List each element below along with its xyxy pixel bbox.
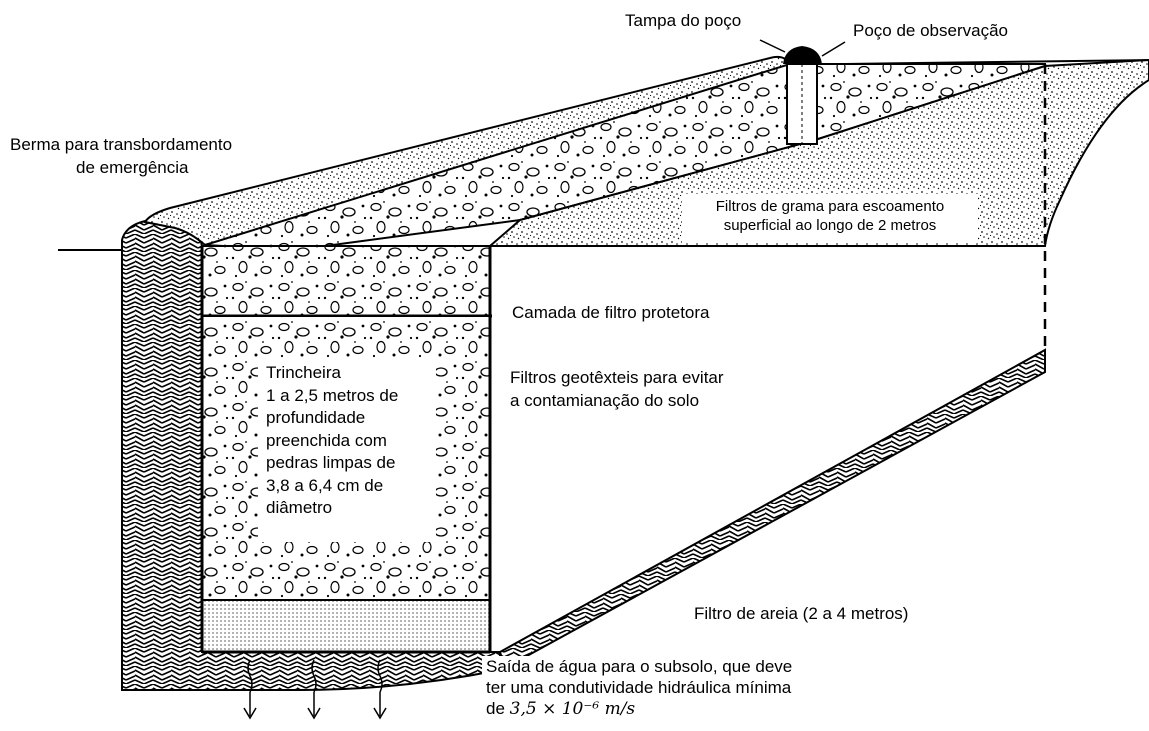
label-berma-line-1: Berma para transbordamento bbox=[10, 135, 233, 154]
trincheira-line-7: diâmetro bbox=[266, 498, 333, 517]
label-berma-line-2: de emergência bbox=[76, 158, 189, 177]
label-filtros-de-grama: Filtros de grama para escoamento superfi… bbox=[682, 194, 978, 243]
label-saida-line-2: ter uma condutividade hidráulica mínima bbox=[486, 678, 792, 697]
sand-filter bbox=[201, 599, 491, 653]
trincheira-line-3: profundidade bbox=[266, 408, 366, 427]
label-saida-de-agua: Saída de água para o subsolo, que deve t… bbox=[482, 656, 906, 720]
label-trincheira: Trincheira 1 a 2,5 metros de profundidad… bbox=[258, 358, 436, 542]
outflow-arrow-3 bbox=[373, 659, 387, 720]
well-leader bbox=[821, 41, 846, 57]
outflow-arrow-1 bbox=[243, 659, 257, 720]
label-poco-de-observacao: Poço de observação bbox=[853, 21, 1008, 40]
label-filtro-de-areia: Filtro de areia (2 a 4 metros) bbox=[694, 604, 909, 623]
surface-right bbox=[844, 59, 1149, 65]
label-saida-value: 3,5 × 10⁻⁶ m/s bbox=[509, 699, 636, 719]
label-filtros-de-grama-line-1: Filtros de grama para escoamento bbox=[715, 198, 945, 215]
label-geotexteis-line-2: a contamianação do solo bbox=[510, 391, 700, 410]
trincheira-line-2: 1 a 2,5 metros de bbox=[266, 385, 399, 405]
trincheira-line-5: pedras limpas de bbox=[266, 453, 396, 472]
well-cap-leader bbox=[759, 39, 786, 53]
label-saida-prefix: de bbox=[486, 699, 505, 718]
trincheira-line-4: preenchida com bbox=[266, 430, 387, 450]
label-tampa-do-poco: Tampa do poço bbox=[625, 11, 742, 30]
label-camada-filtro-protetora: Camada de filtro protetora bbox=[512, 303, 710, 322]
trincheira-line-6: 3,8 a 6,4 cm de bbox=[266, 475, 384, 495]
label-geotexteis-line-1: Filtros geotêxteis para evitar bbox=[510, 368, 724, 387]
label-saida-line-3: de 3,5 × 10⁻⁶ m/s bbox=[486, 698, 906, 720]
protective-filter-layer bbox=[201, 245, 491, 317]
well-cap bbox=[783, 46, 822, 64]
label-saida-line-1: Saída de água para o subsolo, que deve bbox=[486, 657, 793, 676]
outflow-arrow-2 bbox=[307, 659, 321, 720]
trincheira-line-1: Trincheira bbox=[266, 363, 341, 382]
label-filtros-de-grama-line-2: superficial ao longo de 2 metros bbox=[723, 217, 937, 234]
